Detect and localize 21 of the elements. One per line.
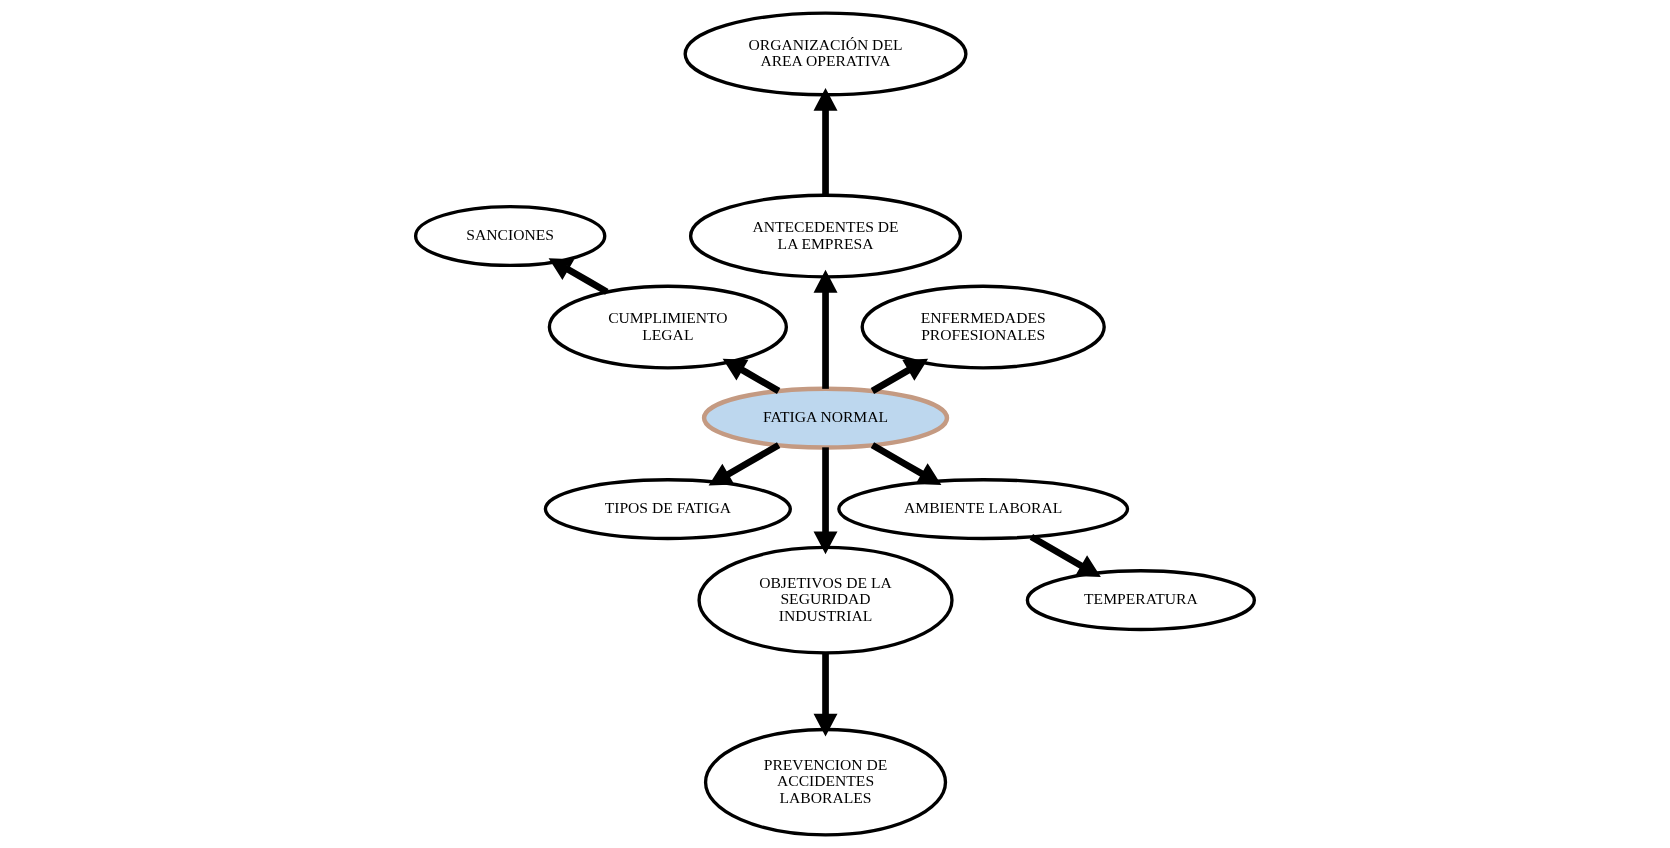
arrow xyxy=(813,269,838,389)
arrow xyxy=(708,442,781,486)
arrow xyxy=(722,358,781,394)
arrow xyxy=(870,358,929,394)
node-ellipse: ENFERMEDADES PROFESIONALES xyxy=(860,284,1106,370)
arrow xyxy=(548,258,609,295)
arrow xyxy=(870,442,942,485)
arrow xyxy=(813,653,838,737)
node-ellipse: SANCIONES xyxy=(413,204,607,268)
node-ellipse: AMBIENTE LABORAL xyxy=(837,478,1130,541)
node-ellipse: CUMPLIMIENTO LEGAL xyxy=(547,284,788,370)
node-ellipse: OBJETIVOS DE LA SEGURIDAD INDUSTRIAL xyxy=(697,545,954,655)
arrow xyxy=(1029,534,1101,578)
node-ellipse: ORGANIZACIÓN DEL AREA OPERATIVA xyxy=(683,11,968,97)
node-ellipse: ANTECEDENTES DE LA EMPRESA xyxy=(688,193,963,279)
node-ellipse: FATIGA NORMAL xyxy=(701,386,950,450)
arrow xyxy=(813,87,838,195)
node-ellipse: TEMPERATURA xyxy=(1025,569,1256,632)
node-ellipse: TIPOS DE FATIGA xyxy=(543,478,792,541)
node-ellipse: PREVENCION DE ACCIDENTES LABORALES xyxy=(703,727,948,837)
arrow xyxy=(813,447,838,555)
